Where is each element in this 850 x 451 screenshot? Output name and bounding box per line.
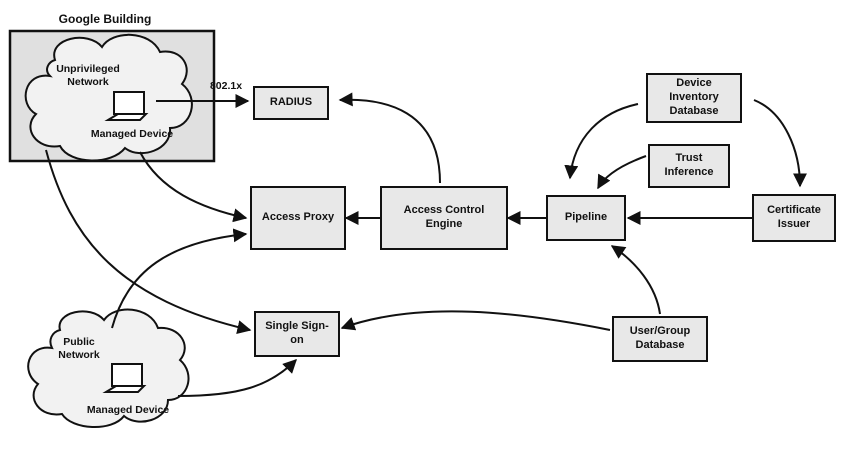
link-label-8021x: 802.1x bbox=[209, 80, 243, 92]
public-device-label: Managed Device bbox=[86, 404, 170, 416]
link-ace-to-radius bbox=[338, 92, 441, 184]
user-group-db-box: User/Group Database bbox=[612, 316, 708, 362]
link-device-db-to-cert-issuer bbox=[753, 99, 807, 188]
access-control-engine-box: Access Control Engine bbox=[380, 186, 508, 250]
link-device-db-to-pipeline bbox=[564, 103, 639, 180]
single-sign-on-box: Single Sign- on bbox=[254, 311, 340, 357]
certificate-issuer-box: Certificate Issuer bbox=[752, 194, 836, 242]
link-public-to-sso bbox=[177, 359, 297, 397]
building-device-label: Managed Device bbox=[90, 128, 174, 140]
link-building-to-sso bbox=[45, 149, 252, 334]
link-public-to-access-proxy bbox=[111, 228, 248, 329]
laptop-icon bbox=[102, 363, 147, 393]
laptop-icon bbox=[104, 91, 149, 121]
trust-inference-box: Trust Inference bbox=[648, 144, 730, 188]
link-building-to-access-proxy bbox=[139, 151, 248, 223]
device-inventory-db-box: Device Inventory Database bbox=[646, 73, 742, 123]
public-network-label: Public Network bbox=[58, 336, 100, 361]
link-usergroup-to-pipeline bbox=[610, 245, 661, 315]
unprivileged-network-label: Unprivileged Network bbox=[56, 63, 120, 88]
access-proxy-box: Access Proxy bbox=[250, 186, 346, 250]
radius-box: RADIUS bbox=[253, 86, 329, 120]
link-trust-to-pipeline bbox=[597, 155, 647, 190]
link-usergroup-to-sso bbox=[340, 310, 611, 331]
building-title: Google Building bbox=[58, 12, 152, 26]
pipeline-box: Pipeline bbox=[546, 195, 626, 241]
public-network-cloud bbox=[27, 308, 190, 429]
unprivileged-network-cloud bbox=[24, 33, 193, 162]
